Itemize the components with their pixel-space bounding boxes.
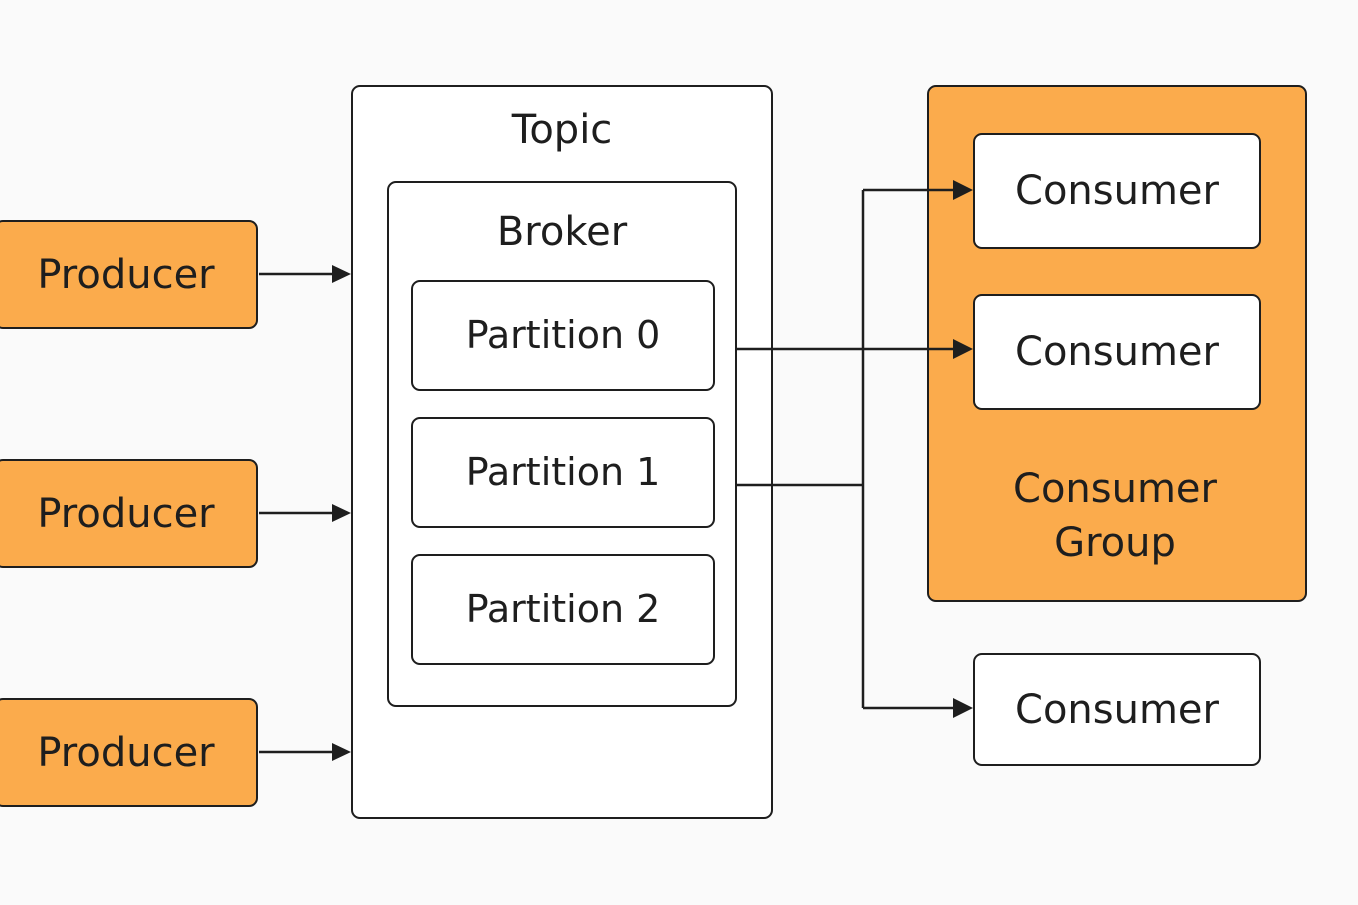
- producer-label: Producer: [37, 490, 215, 537]
- arrowhead-icon: [332, 504, 351, 522]
- topic-title: Topic: [511, 107, 613, 153]
- producer-box-1: Producer: [0, 220, 258, 329]
- consumer-label: Consumer: [1015, 329, 1219, 375]
- consumer-label: Consumer: [1015, 168, 1219, 214]
- partition-box-1: Partition 1: [411, 417, 715, 528]
- producer-label: Producer: [37, 251, 215, 298]
- producer-label: Producer: [37, 729, 215, 776]
- partition-box-2: Partition 2: [411, 554, 715, 665]
- producer-box-2: Producer: [0, 459, 258, 568]
- partition-label: Partition 0: [465, 312, 661, 357]
- partition-label: Partition 1: [465, 449, 661, 494]
- consumer-box-2: Consumer: [973, 294, 1261, 410]
- partition-box-0: Partition 0: [411, 280, 715, 391]
- consumer-group-title: Consumer Group: [1013, 466, 1217, 566]
- producer-box-3: Producer: [0, 698, 258, 807]
- consumer-label: Consumer: [1015, 686, 1219, 733]
- partition-label: Partition 2: [465, 586, 661, 631]
- consumer-box-1: Consumer: [973, 133, 1261, 249]
- arrowhead-icon: [332, 265, 351, 283]
- arrowhead-icon: [332, 743, 351, 761]
- standalone-consumer-box: Consumer: [973, 653, 1261, 766]
- arrowhead-icon: [953, 698, 973, 718]
- broker-title: Broker: [496, 209, 628, 255]
